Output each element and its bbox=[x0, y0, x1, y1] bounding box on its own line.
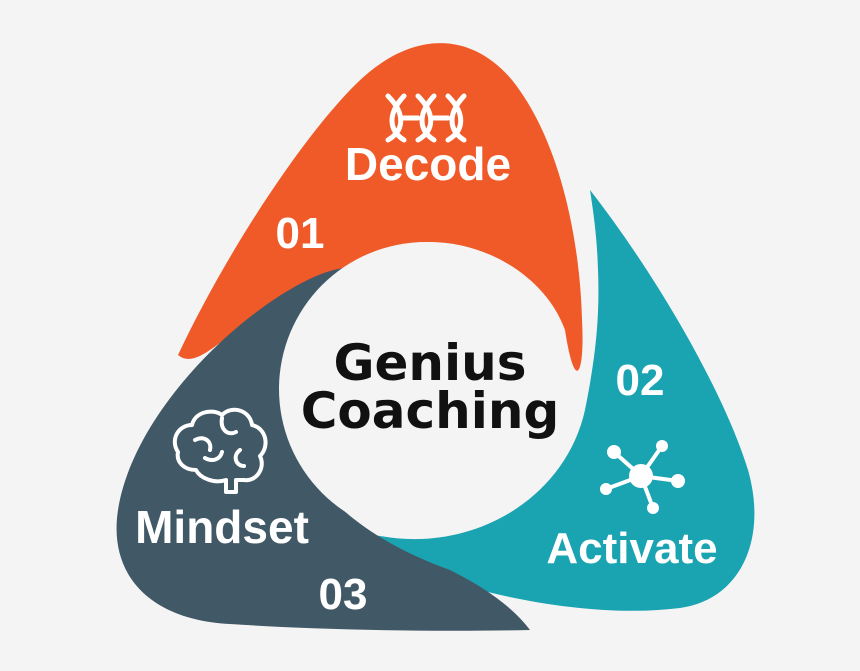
segment-decode bbox=[178, 43, 583, 371]
segment-activate-number: 02 bbox=[616, 356, 665, 405]
center-circle bbox=[279, 242, 573, 536]
network-icon bbox=[600, 440, 685, 514]
center-title-line1: Genius bbox=[333, 334, 526, 392]
segment-mindset bbox=[116, 268, 531, 631]
segment-decode-label: Decode bbox=[345, 138, 511, 190]
dna-icon bbox=[385, 93, 467, 143]
segment-decode-number: 01 bbox=[276, 209, 325, 258]
brain-icon bbox=[172, 407, 268, 494]
center-title-line2: Coaching bbox=[301, 382, 560, 440]
segment-mindset-number: 03 bbox=[319, 570, 368, 619]
segment-activate-label: Activate bbox=[546, 524, 717, 573]
segment-mindset-label: Mindset bbox=[135, 501, 309, 553]
